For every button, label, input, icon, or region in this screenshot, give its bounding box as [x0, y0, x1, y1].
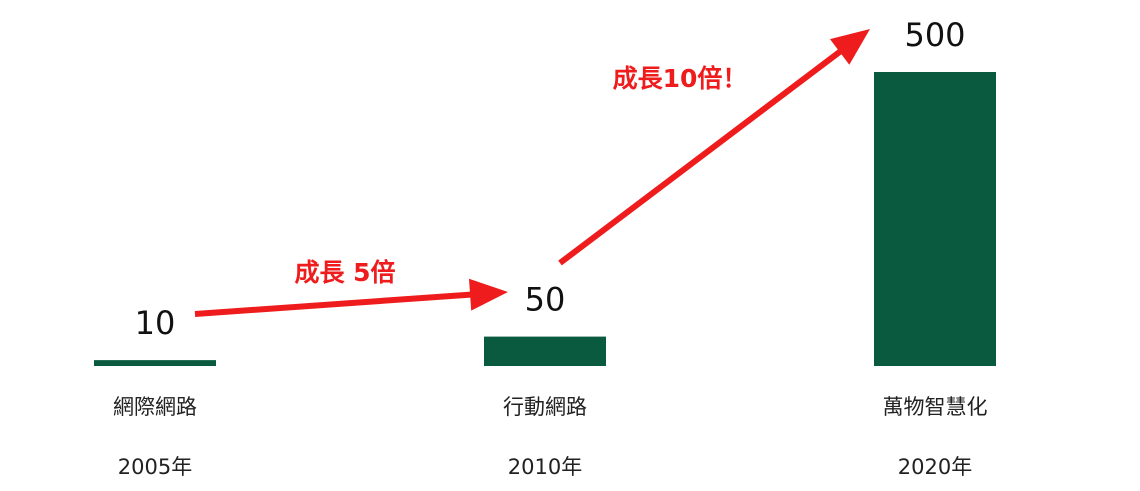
bar-1 [94, 360, 216, 366]
category-label-2: 行動網路 [503, 395, 587, 419]
value-label-1: 10 [135, 304, 176, 342]
growth-label-1: 成長 5倍 [294, 258, 395, 287]
bar-3 [874, 72, 996, 366]
year-label-3: 2020年 [898, 455, 972, 479]
growth-arrow-1 [194, 289, 495, 317]
category-label-3: 萬物智慧化 [883, 395, 988, 419]
value-label-2: 50 [525, 281, 566, 319]
bar-2 [484, 336, 606, 366]
labels-layer: 10 網際網路 2005年 50 行動網路 2010年 500 萬物智慧化 2020年 成長 5倍… [113, 16, 988, 479]
year-label-1: 2005年 [118, 455, 192, 479]
growth-arrow-2 [558, 35, 861, 266]
growth-arrowhead-2 [830, 29, 870, 65]
growth-arrows-layer [194, 29, 870, 317]
growth-label-2: 成長10倍！ [613, 64, 748, 93]
category-label-1: 網際網路 [113, 395, 197, 419]
value-label-3: 500 [904, 16, 965, 54]
year-label-2: 2010年 [508, 455, 582, 479]
growth-arrowhead-1 [469, 278, 508, 311]
bars-layer [94, 72, 996, 366]
